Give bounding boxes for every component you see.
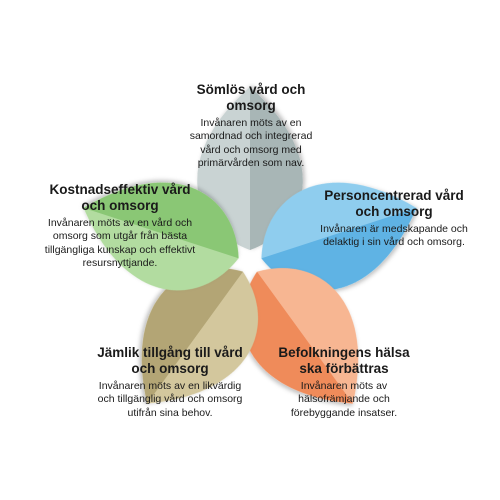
petal-kostnadseffektiv bbox=[83, 182, 239, 291]
petal-personcentrerad bbox=[261, 182, 417, 291]
petal-text-personcentrerad: Personcentrerad vård och omsorg Invånare… bbox=[319, 188, 469, 250]
petal-personcentrerad-dark bbox=[261, 207, 417, 291]
petal-text-somlos: Sömlös vård och omsorg Invånaren möts av… bbox=[183, 82, 319, 171]
petal-title-jamlik-tillgang: Jämlik tillgång till vård och omsorg bbox=[97, 345, 243, 376]
petal-text-befolkningens-halsa: Befolkningens hälsa ska förbättras Invån… bbox=[268, 345, 420, 420]
petal-title-befolkningens-halsa: Befolkningens hälsa ska förbättras bbox=[278, 345, 410, 376]
petal-befolkningens-halsa-dark bbox=[242, 271, 353, 404]
petal-desc-kostnadseffektiv: Invånaren möts av en vård och omsorg som… bbox=[44, 217, 196, 270]
petal-jamlik-tillgang bbox=[141, 268, 258, 404]
petal-title-personcentrerad: Personcentrerad vård och omsorg bbox=[324, 188, 464, 219]
petal-jamlik-tillgang-dark bbox=[141, 268, 243, 404]
petal-text-jamlik-tillgang: Jämlik tillgång till vård och omsorg Inv… bbox=[95, 345, 245, 420]
petal-desc-jamlik-tillgang: Invånaren möts av en likvärdig och tillg… bbox=[97, 380, 243, 419]
petal-title-somlos: Sömlös vård och omsorg bbox=[196, 82, 306, 113]
petal-desc-personcentrerad: Invånaren är medskapande och delaktig i … bbox=[320, 223, 468, 249]
petal-title-kostnadseffektiv: Kostnadseffektiv vård och omsorg bbox=[49, 182, 191, 213]
petal-desc-befolkningens-halsa: Invånaren möts av hälsofrämjande och för… bbox=[290, 380, 398, 419]
petal-kostnadseffektiv-dark bbox=[83, 182, 239, 259]
petal-desc-somlos: Invånaren möts av en samordnad och integ… bbox=[189, 117, 313, 170]
petal-text-kostnadseffektiv: Kostnadseffektiv vård och omsorg Invånar… bbox=[40, 182, 200, 271]
petal-befolkningens-halsa bbox=[242, 268, 359, 404]
